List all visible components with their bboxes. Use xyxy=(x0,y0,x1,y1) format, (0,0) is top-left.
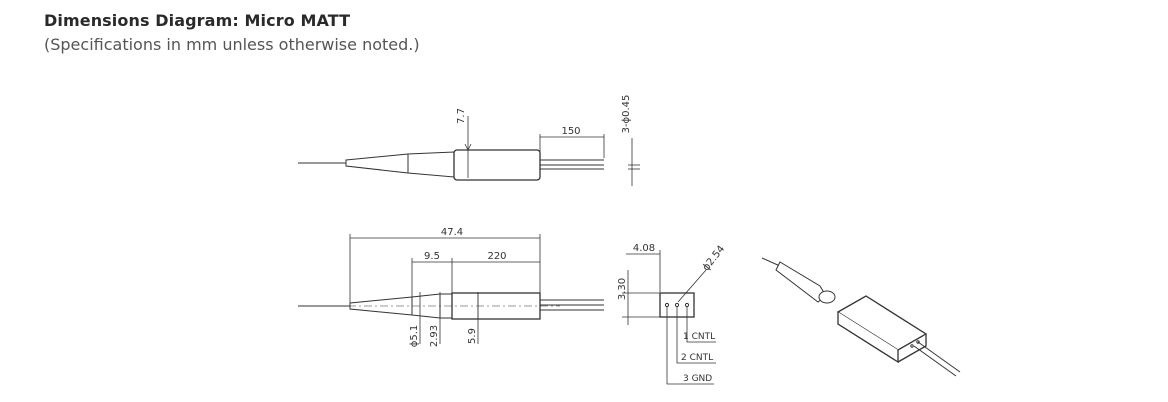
label-dia-5-1: ϕ5.1 xyxy=(409,325,420,348)
isometric-view xyxy=(761,257,961,377)
label-body-5-9: 5.9 xyxy=(467,328,478,344)
end-view xyxy=(622,250,716,385)
label-pin-dia: 3-ϕ0.45 xyxy=(621,95,632,134)
label-width-4-08: 4.08 xyxy=(633,243,655,254)
label-dia-2-93: 2.93 xyxy=(429,325,440,347)
label-pitch-2-54: ϕ2.54 xyxy=(701,244,727,274)
pin-label-2: 2 CNTL xyxy=(681,353,713,363)
label-total-47-4: 47.4 xyxy=(441,227,463,238)
side-view xyxy=(298,234,604,344)
label-height-7-7: 7.7 xyxy=(456,108,467,124)
label-lead-150: 150 xyxy=(561,126,580,137)
diagram-subtitle: (Specifications in mm unless otherwise n… xyxy=(44,35,420,54)
pin-label-1: 1 CNTL xyxy=(683,332,715,342)
label-height-3-30: 3.30 xyxy=(617,278,628,300)
diagram-title: Dimensions Diagram: Micro MATT xyxy=(44,11,351,30)
label-fiber-220: 220 xyxy=(487,251,506,262)
pin-label-3: 3 GND xyxy=(683,374,712,384)
label-sleeve-9-5: 9.5 xyxy=(424,251,440,262)
top-view xyxy=(298,116,640,186)
